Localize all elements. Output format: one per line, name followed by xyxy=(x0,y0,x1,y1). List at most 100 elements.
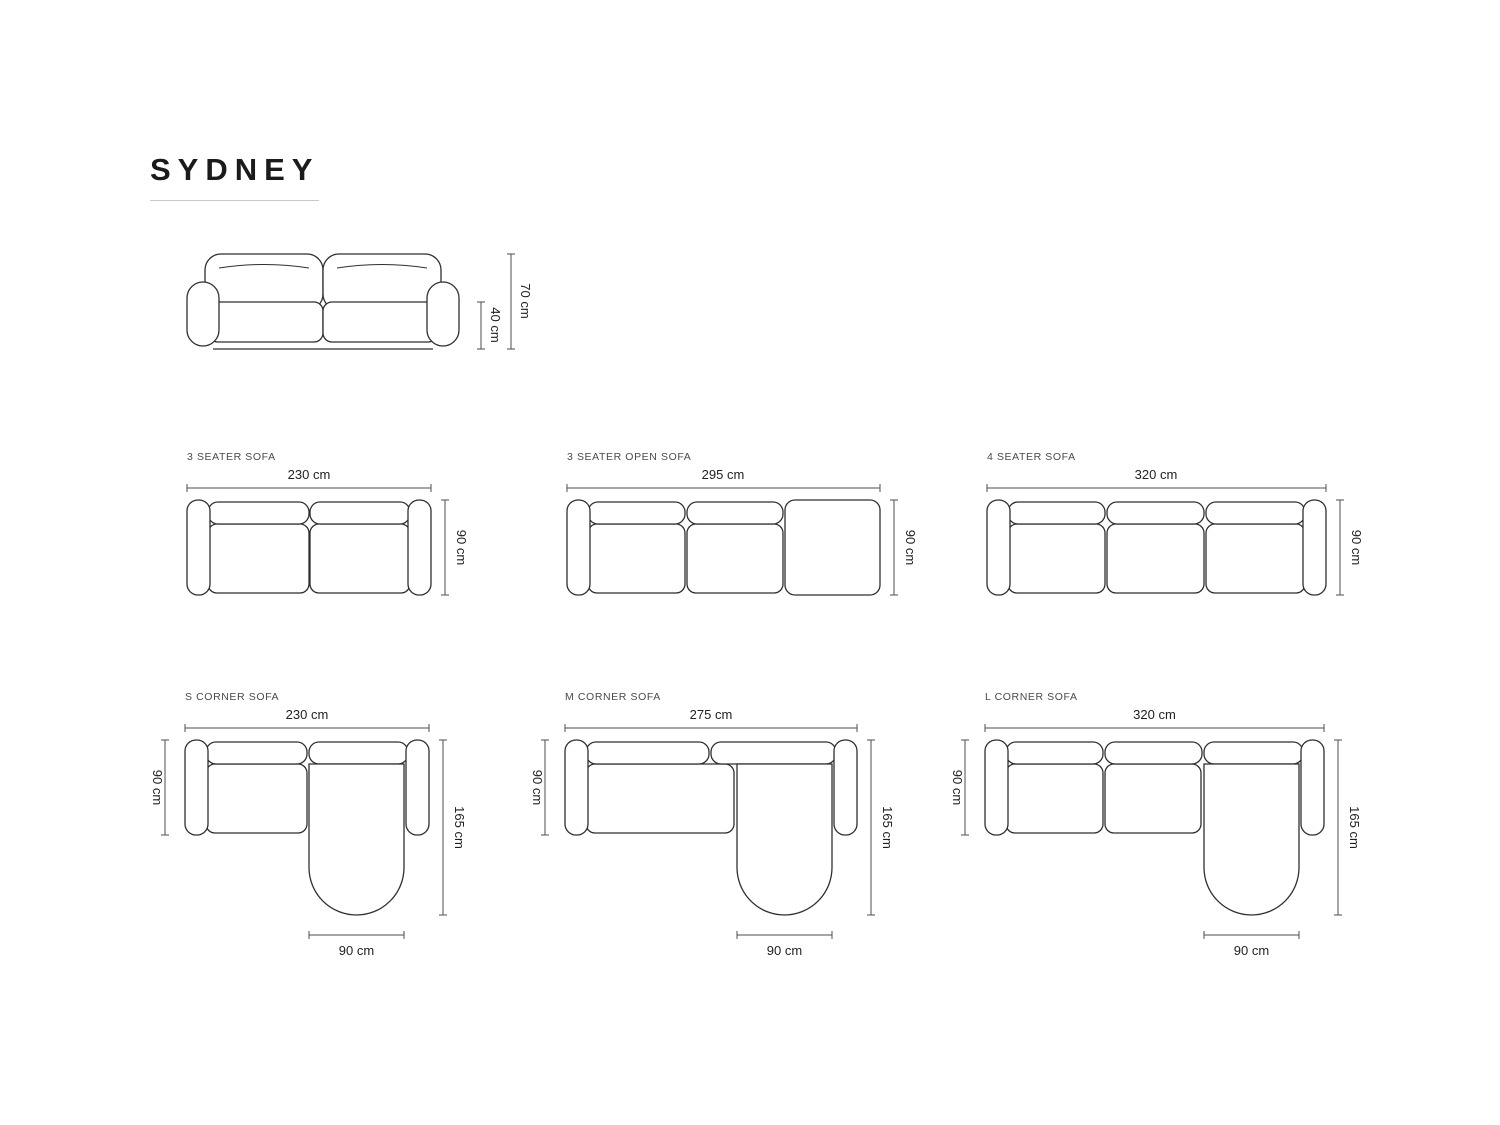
l-corner-sofa-diagram: L CORNER SOFA 320 cm 90 cm xyxy=(950,691,1362,958)
total-depth-dimension-line xyxy=(439,739,447,916)
seat-height-dimension-label: 40 cm xyxy=(488,307,503,342)
seat-cushion xyxy=(686,523,784,594)
chaise-width-dimension-label: 90 cm xyxy=(767,943,802,958)
back-cushion xyxy=(308,741,409,765)
left-armrest xyxy=(186,499,211,596)
chaise-width-dimension-line xyxy=(736,931,833,939)
width-dimension-line xyxy=(184,724,430,732)
page-title: SYDNEY xyxy=(150,152,320,201)
depth-dimension-label: 90 cm xyxy=(454,530,469,565)
front-elevation-diagram: 40 cm 70 cm xyxy=(186,253,533,350)
cushion-crease xyxy=(336,264,428,269)
sofa-top-view xyxy=(184,739,430,916)
sofa-top-view xyxy=(564,739,858,916)
title-block: SYDNEY xyxy=(150,152,320,201)
total-depth-dimension-label: 165 cm xyxy=(452,806,467,849)
chaise-longue xyxy=(1203,763,1300,916)
depth-dimension-line xyxy=(541,739,549,836)
right-armrest xyxy=(407,499,432,596)
width-dimension-label: 295 cm xyxy=(702,467,745,482)
seat-cushion xyxy=(587,523,686,594)
depth-dimension-line xyxy=(161,739,169,836)
width-dimension-line xyxy=(564,724,858,732)
seat-cushion xyxy=(207,523,310,594)
chaise-width-dimension-line xyxy=(308,931,405,939)
depth-dimension-label: 90 cm xyxy=(950,770,965,805)
seat-cushion xyxy=(585,763,735,834)
product-label: L CORNER SOFA xyxy=(985,691,1078,703)
open-end-seat xyxy=(784,499,881,596)
back-cushion xyxy=(1205,501,1306,525)
depth-dimension-label: 90 cm xyxy=(1349,530,1364,565)
width-dimension-line xyxy=(566,484,881,492)
width-dimension-label: 320 cm xyxy=(1133,707,1176,722)
product-label: 3 SEATER OPEN SOFA xyxy=(567,451,691,463)
back-cushion xyxy=(1007,501,1106,525)
seat-cushion xyxy=(208,301,324,343)
left-armrest xyxy=(984,739,1009,836)
width-dimension-line xyxy=(986,484,1327,492)
depth-dimension-line xyxy=(890,499,898,596)
chaise-width-dimension-label: 90 cm xyxy=(1234,943,1269,958)
left-armrest xyxy=(564,739,589,836)
product-label: 3 SEATER SOFA xyxy=(187,451,276,463)
s-corner-sofa-diagram: S CORNER SOFA 230 cm 90 cm 165 cm xyxy=(150,691,467,958)
seat-cushion xyxy=(205,763,308,834)
total-height-dimension-line xyxy=(507,253,515,350)
right-armrest xyxy=(1302,499,1327,596)
left-armrest xyxy=(566,499,591,596)
right-armrest xyxy=(405,739,430,836)
sofa-top-view xyxy=(986,499,1327,596)
seat-cushion xyxy=(1005,763,1104,834)
total-depth-dimension-line xyxy=(1334,739,1342,916)
right-armrest xyxy=(1300,739,1325,836)
depth-dimension-line xyxy=(961,739,969,836)
width-dimension-line xyxy=(186,484,432,492)
product-label: S CORNER SOFA xyxy=(185,691,279,703)
back-cushion xyxy=(1005,741,1104,765)
sofa-top-view xyxy=(566,499,881,596)
product-block-s-corner-sofa: S CORNER SOFA 230 cm 90 cm 165 cm xyxy=(145,690,475,975)
m-corner-sofa-diagram: M CORNER SOFA 275 cm 90 cm 165 cm xyxy=(530,691,895,958)
product-block-3-seater-open-sofa: 3 SEATER OPEN SOFA 295 cm 90 cm xyxy=(565,450,935,630)
seat-cushion xyxy=(1106,523,1205,594)
back-cushion xyxy=(205,741,308,765)
seat-cushion xyxy=(322,301,438,343)
sofa-top-view xyxy=(984,739,1325,916)
4-seater-sofa-diagram: 4 SEATER SOFA 320 cm 90 cm xyxy=(986,451,1364,596)
back-cushion xyxy=(1203,741,1304,765)
sofa-top-view xyxy=(186,499,432,596)
depth-dimension-label: 90 cm xyxy=(903,530,918,565)
right-armrest xyxy=(426,281,460,347)
total-depth-dimension-label: 165 cm xyxy=(880,806,895,849)
back-cushion xyxy=(585,741,710,765)
back-cushion xyxy=(686,501,784,525)
product-label: M CORNER SOFA xyxy=(565,691,661,703)
back-cushion xyxy=(309,501,411,525)
back-cushion xyxy=(710,741,837,765)
3-seater-open-sofa-diagram: 3 SEATER OPEN SOFA 295 cm 90 cm xyxy=(566,451,918,596)
front-elevation-block: 40 cm 70 cm xyxy=(185,252,535,377)
depth-dimension-label: 90 cm xyxy=(530,770,545,805)
seat-cushion xyxy=(1205,523,1306,594)
width-dimension-label: 230 cm xyxy=(286,707,329,722)
right-armrest xyxy=(833,739,858,836)
back-cushion xyxy=(207,501,310,525)
back-cushion xyxy=(587,501,686,525)
product-block-m-corner-sofa: M CORNER SOFA 275 cm 90 cm 165 cm xyxy=(525,690,915,975)
total-depth-dimension-line xyxy=(867,739,875,916)
depth-dimension-line xyxy=(441,499,449,596)
chaise-longue xyxy=(308,763,405,916)
width-dimension-label: 230 cm xyxy=(288,467,331,482)
seat-cushion xyxy=(309,523,411,594)
depth-dimension-line xyxy=(1336,499,1344,596)
sofa-front-view xyxy=(186,253,460,350)
chaise-width-dimension-line xyxy=(1203,931,1300,939)
left-armrest xyxy=(184,739,209,836)
chaise-width-dimension-label: 90 cm xyxy=(339,943,374,958)
width-dimension-line xyxy=(984,724,1325,732)
product-block-3-seater-sofa: 3 SEATER SOFA 230 cm 90 cm xyxy=(185,450,485,630)
width-dimension-label: 275 cm xyxy=(690,707,733,722)
width-dimension-label: 320 cm xyxy=(1135,467,1178,482)
